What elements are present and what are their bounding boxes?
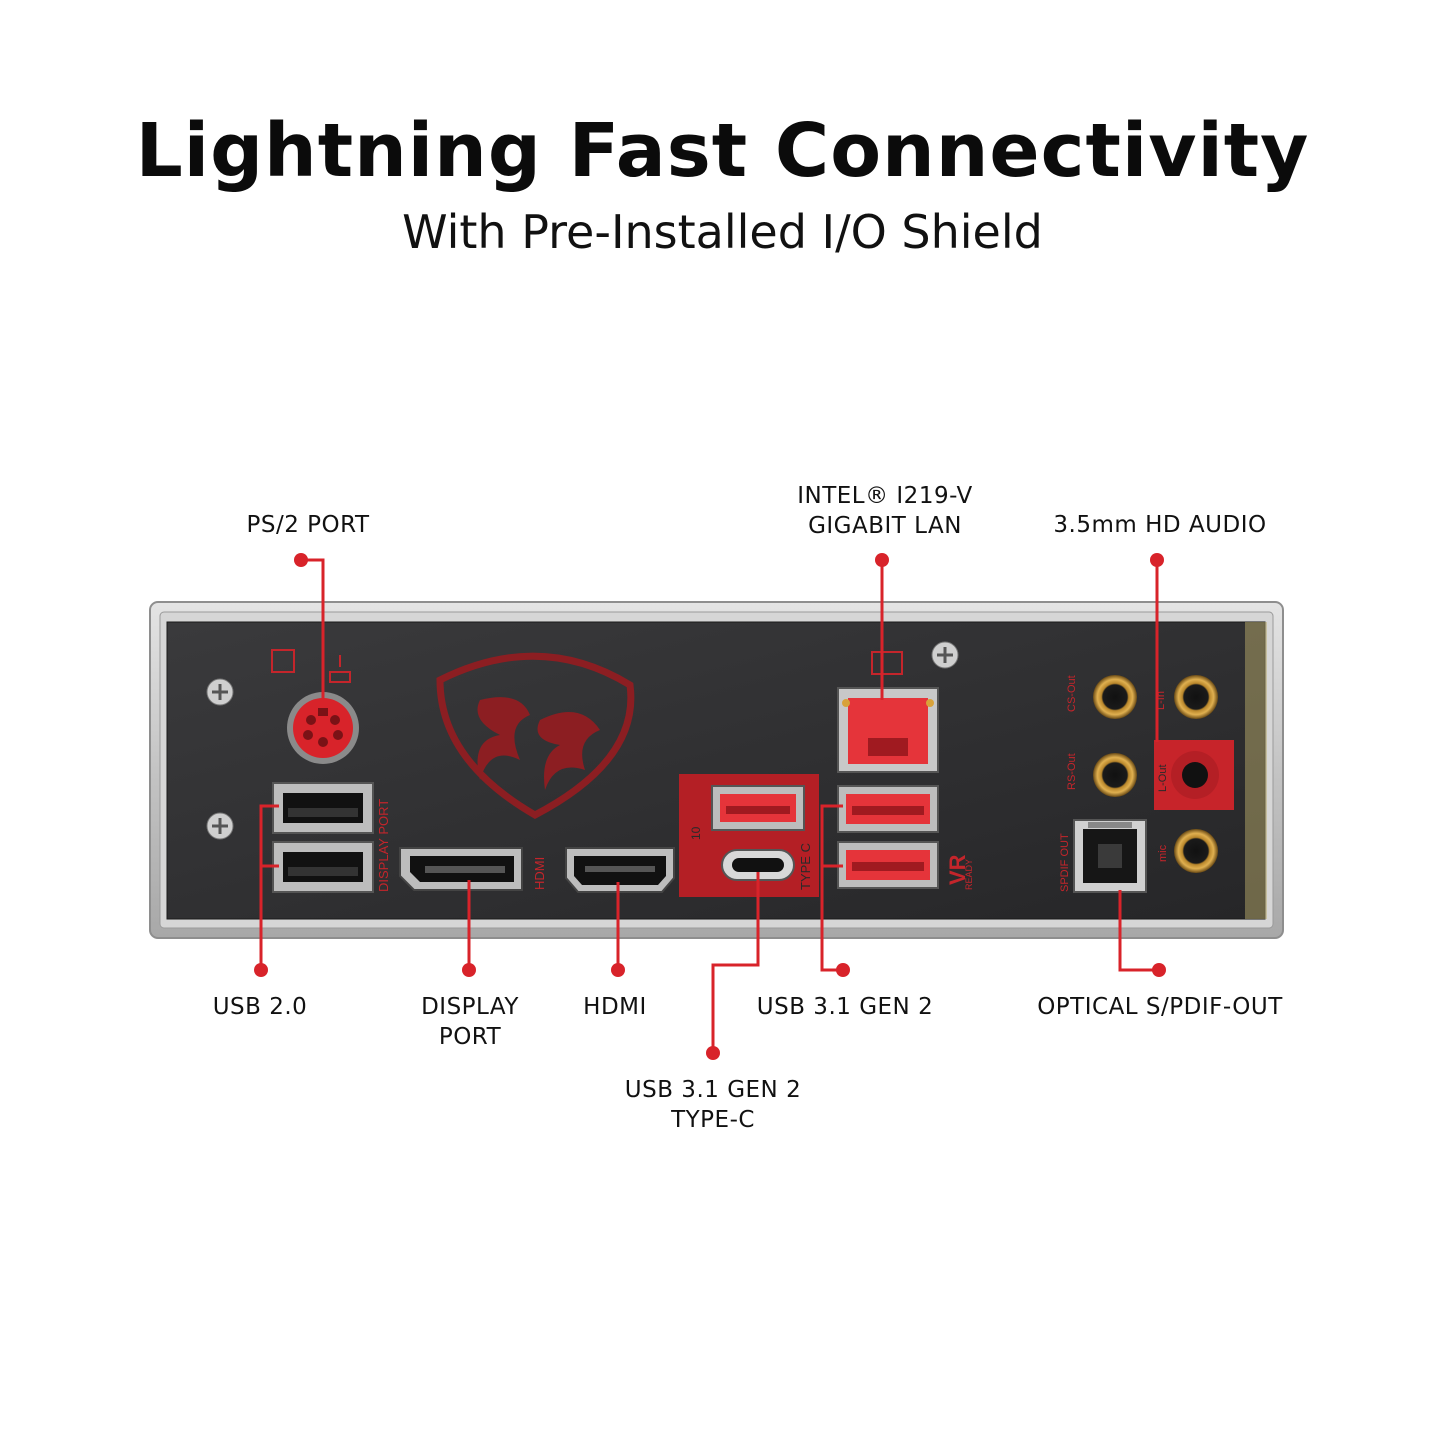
audio-label: 3.5mm HD AUDIO xyxy=(1053,512,1267,538)
spdif-print: SPDIF OUT xyxy=(1059,833,1071,892)
usb31-dot xyxy=(836,963,850,977)
typec-label-line1: USB 3.1 GEN 2 xyxy=(624,1077,802,1103)
cs-out-print: CS-Out xyxy=(1066,675,1078,712)
ps2-port-label: PS/2 PORT xyxy=(246,512,370,538)
usb20-label: USB 2.0 xyxy=(212,994,308,1020)
typec-label: USB 3.1 GEN 2 TYPE-C xyxy=(618,1075,808,1135)
displayport-connector-icon xyxy=(399,847,523,891)
ready-print: READY xyxy=(964,859,974,890)
ss10-print: 10 xyxy=(689,826,703,840)
lan-dot xyxy=(875,553,889,567)
hdmi-label: HDMI xyxy=(583,994,647,1020)
page-title: Lightning Fast Connectivity xyxy=(135,108,1310,194)
typec-label-line2: TYPE-C xyxy=(671,1107,755,1133)
usb31-typea-port-icon xyxy=(711,785,805,831)
audio-jacks-icon xyxy=(1093,675,1234,873)
usb31-label: USB 3.1 GEN 2 xyxy=(756,994,934,1020)
usb31-leader xyxy=(820,804,843,972)
vr-print: VR xyxy=(945,854,970,885)
optical-spdif-port-icon xyxy=(1073,819,1147,893)
rs-out-print: RS-Out xyxy=(1066,753,1078,790)
hdmi-print: HDMI xyxy=(532,857,547,890)
optical-dot xyxy=(1152,963,1166,977)
usb20-leader xyxy=(259,804,279,970)
audio-dot xyxy=(1150,553,1164,567)
usb20-ports-icon xyxy=(272,782,374,893)
ps2-dot xyxy=(294,553,308,567)
screw-icon xyxy=(206,812,234,840)
usb31-ports-icon xyxy=(837,785,939,889)
usb-typec-port-icon xyxy=(721,849,795,881)
displayport-label: DISPLAY PORT xyxy=(400,992,540,1052)
dp-dot xyxy=(462,963,476,977)
msi-dragon-logo-icon xyxy=(436,652,635,819)
l-out-print: L-Out xyxy=(1157,764,1169,792)
page-subtitle: With Pre-Installed I/O Shield xyxy=(402,205,1043,259)
optical-label: OPTICAL S/PDIF-OUT xyxy=(1037,994,1283,1020)
ethernet-port-icon xyxy=(837,651,939,773)
hdmi-connector-icon xyxy=(565,847,675,893)
lan-label: INTEL® I219-V GIGABIT LAN xyxy=(780,481,990,541)
callout-lines xyxy=(259,558,1159,1053)
type-c-print: TYPE C xyxy=(798,843,813,890)
displayport-label-line2: PORT xyxy=(438,1024,502,1050)
mic-print: mic xyxy=(1157,844,1169,862)
displayport-label-line1: DISPLAY xyxy=(421,994,519,1020)
callout-dots xyxy=(254,553,1166,1060)
ps2-port-icon xyxy=(271,649,359,764)
usb20-dot xyxy=(254,963,268,977)
screw-icon xyxy=(206,678,234,706)
typec-leader xyxy=(711,872,760,1053)
typec-dot xyxy=(706,1046,720,1060)
ps2-leader xyxy=(301,558,325,700)
optical-leader xyxy=(1118,890,1159,972)
lan-label-line2: GIGABIT LAN xyxy=(808,513,962,539)
display-port-print: DISPLAY PORT xyxy=(376,799,391,892)
lan-label-line1: INTEL® I219-V xyxy=(797,483,973,509)
hdmi-dot xyxy=(611,963,625,977)
screw-icon xyxy=(931,641,959,669)
